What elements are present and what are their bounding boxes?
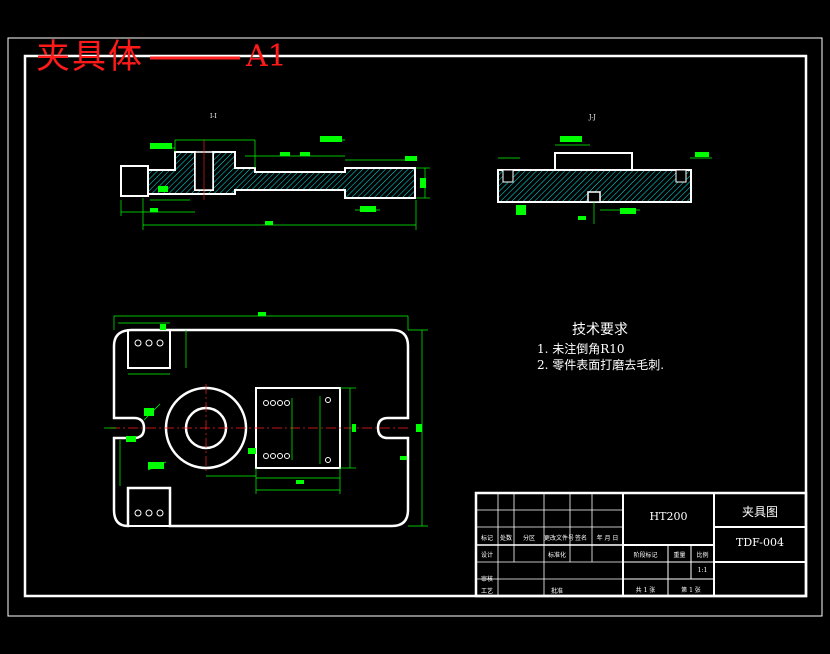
plan-pocket-top-left	[127, 329, 171, 369]
sheet-title: 夹具体	[36, 37, 144, 77]
title-block-header-date: 年 月 日	[596, 535, 619, 542]
title-block-label-design: 设计	[480, 552, 493, 559]
plan-view	[104, 312, 428, 528]
inner-drawing-frame	[23, 54, 808, 598]
title-block-label-process: 工艺	[480, 588, 493, 595]
side-right-hole	[675, 169, 687, 183]
outer-sheet-border	[7, 37, 823, 617]
title-block-label-approve: 批准	[550, 588, 563, 595]
title-block-drawing-name: 夹具图	[741, 505, 778, 519]
title-block-header-zone: 分区	[522, 535, 535, 542]
side-center-slot	[587, 191, 601, 203]
title-block-drawing-number: TDF-004	[735, 536, 784, 549]
title-block-sheets-total: 共 1 张	[635, 587, 656, 594]
title-block-header-signature: 签名	[574, 535, 587, 542]
side-boss	[554, 152, 633, 171]
side-section-view	[497, 136, 712, 224]
front-section-hatched-body	[147, 151, 416, 199]
front-section-view	[120, 136, 430, 230]
tech-requirement-item-2: 2. 零件表面打磨去毛刺.	[537, 358, 665, 372]
title-block-scale-label: 比例	[696, 552, 709, 559]
title-block-scale-value: 1:1	[697, 567, 708, 574]
front-dimension-labels	[150, 136, 426, 225]
side-view-section-mark: J-J	[589, 114, 596, 121]
title-block-stage-mark: 阶段标记	[633, 552, 658, 559]
title-block-weight: 重量	[673, 552, 686, 559]
title-block-material: HT200	[649, 510, 688, 523]
tech-requirement-item-1: 1. 未注倒角R10	[537, 342, 625, 356]
side-dimension-labels	[516, 136, 709, 220]
title-block-sheet-number: 第 1 张	[681, 587, 701, 594]
plan-pocket-bottom-left	[127, 487, 171, 527]
front-left-lug	[120, 165, 149, 197]
sheet-size-label: A1	[246, 39, 287, 74]
plan-dimension-labels	[126, 312, 422, 484]
side-left-hole	[502, 169, 514, 183]
title-block	[474, 491, 808, 598]
title-block-label-review: 审核	[480, 576, 493, 583]
title-block-header-change-doc: 更改文件号	[544, 535, 575, 542]
tech-requirements-heading: 技术要求	[572, 322, 628, 338]
front-view-section-mark: I-I	[210, 113, 217, 120]
title-block-header-mark: 标记	[480, 535, 493, 542]
plan-holes	[134, 339, 331, 517]
title-block-header-count: 处数	[499, 535, 512, 542]
title-block-label-standardization: 标准化	[547, 552, 566, 559]
